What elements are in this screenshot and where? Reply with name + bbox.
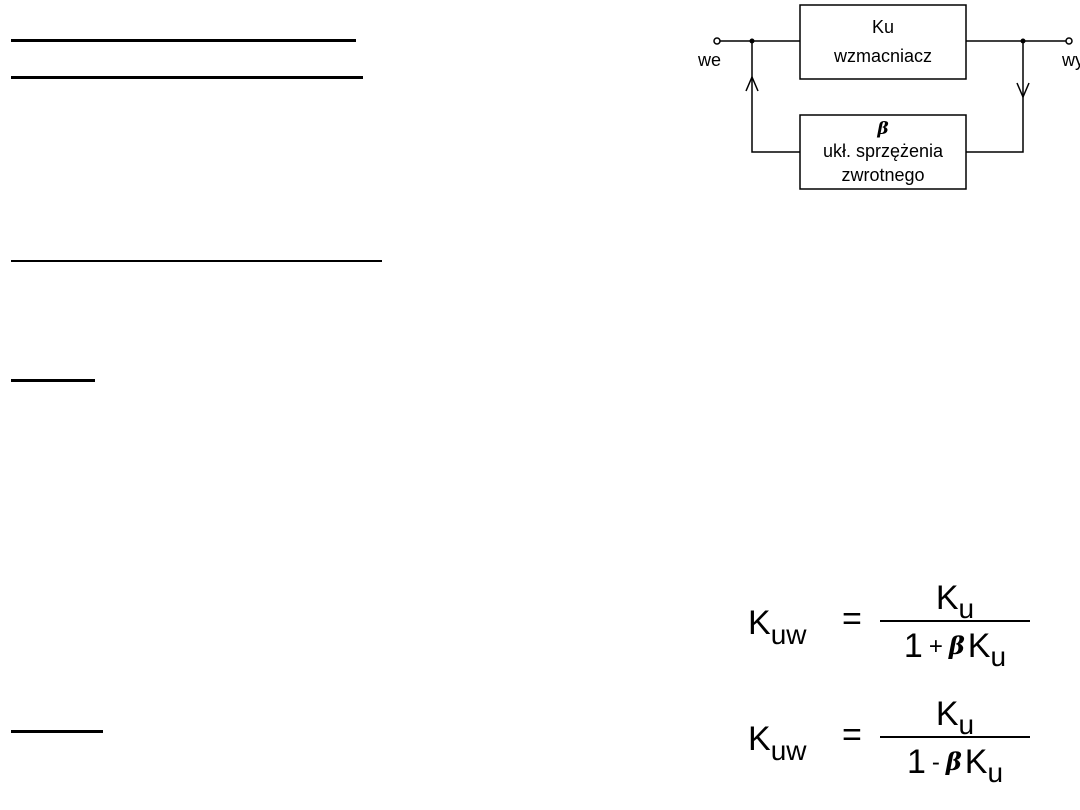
formula-lhs: Kuw xyxy=(748,604,806,650)
den-beta: β xyxy=(945,747,962,776)
underline-blank-2 xyxy=(11,76,363,79)
formula-lhs: Kuw xyxy=(748,720,806,766)
underline-blank-4 xyxy=(11,379,95,382)
lhs-subscript: uw xyxy=(770,619,807,650)
den-k: K xyxy=(967,627,991,665)
den-subscript: u xyxy=(987,757,1004,788)
denominator: 1+βKu xyxy=(880,626,1030,672)
denominator: 1-βKu xyxy=(880,742,1030,788)
numerator-symbol: K xyxy=(935,695,959,733)
feedback-name-line1: ukł. sprzężenia xyxy=(823,141,944,161)
numerator-subscript: u xyxy=(958,709,975,740)
den-subscript: u xyxy=(990,641,1007,672)
underline-blank-1 xyxy=(11,39,356,42)
output-label: wy xyxy=(1061,50,1080,70)
feedback-block xyxy=(799,114,967,190)
input-terminal xyxy=(713,37,721,45)
den-beta: β xyxy=(948,631,965,660)
input-label: we xyxy=(697,50,721,70)
underline-blank-3 xyxy=(11,260,382,262)
feedback-beta-label: β xyxy=(876,119,888,139)
amplifier-name-label: wzmacniacz xyxy=(833,46,932,66)
equals-sign: = xyxy=(842,600,862,638)
numerator: Ku xyxy=(880,578,1030,624)
lhs-symbol: K xyxy=(748,604,771,642)
equals-sign: = xyxy=(842,716,862,754)
arrow-down-icon xyxy=(1016,82,1030,99)
underline-blank-5 xyxy=(11,730,103,733)
lhs-symbol: K xyxy=(748,720,771,758)
numerator-symbol: K xyxy=(935,579,959,617)
den-one: 1 xyxy=(906,743,926,781)
fraction: Ku 1-βKu xyxy=(880,694,1030,788)
feedback-block-diagram: we Ku wzmacniacz wy β ukł. sprzężenia zw… xyxy=(697,4,1080,190)
output-terminal xyxy=(1065,37,1073,45)
amplifier-block xyxy=(799,4,967,80)
formula-negative-feedback: Kuw = Ku 1+βKu xyxy=(748,578,1048,672)
den-k: K xyxy=(964,743,988,781)
feedback-path-left xyxy=(751,41,800,153)
numerator: Ku xyxy=(880,694,1030,740)
lhs-subscript: uw xyxy=(770,735,807,766)
formula-positive-feedback: Kuw = Ku 1-βKu xyxy=(748,694,1048,788)
feedback-name-line2: zwrotnego xyxy=(841,165,924,185)
feedback-path-right xyxy=(966,41,1024,153)
den-operator: - xyxy=(931,749,940,776)
den-operator: + xyxy=(928,633,943,660)
numerator-subscript: u xyxy=(958,593,975,624)
arrow-up-icon xyxy=(745,75,759,92)
fraction-bar xyxy=(880,736,1030,738)
den-one: 1 xyxy=(903,627,923,665)
fraction-bar xyxy=(880,620,1030,622)
fraction: Ku 1+βKu xyxy=(880,578,1030,672)
amplifier-gain-label: Ku xyxy=(872,17,894,37)
